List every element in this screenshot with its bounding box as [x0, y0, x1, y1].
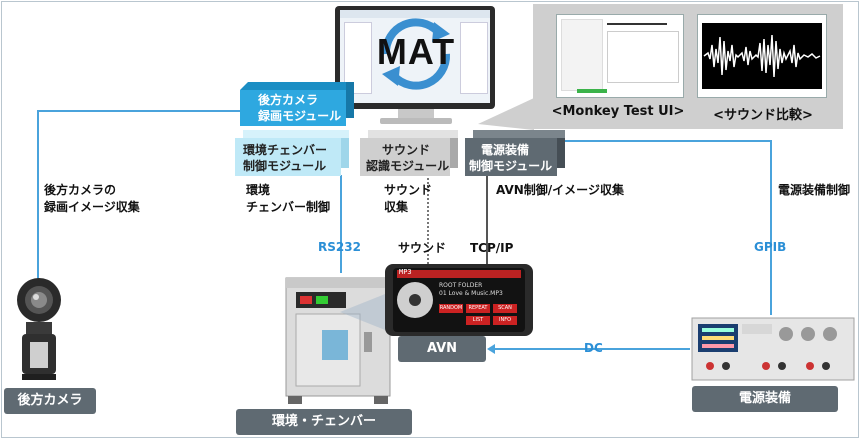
avn-list-button[interactable]: LIST: [466, 316, 490, 325]
dc-label: DC: [584, 341, 603, 355]
avn-random-button[interactable]: RANDOM: [439, 304, 463, 313]
connector-camera-top: [37, 110, 240, 112]
rear-camera-collect-line2: 録画イメージ収集: [44, 200, 140, 214]
chamber-module-top: [243, 130, 349, 138]
monkey-test-screenshot: [556, 14, 684, 98]
power-supply-image: [691, 317, 855, 381]
chamber-control-label: 環境 チェンバー制御: [246, 182, 330, 216]
rear-camera-module-top: [240, 82, 354, 90]
avn-control-label: AVN制御/イメージ収集: [496, 183, 624, 197]
sound-compare-label: <サウンド比較>: [713, 108, 813, 123]
avn-device-label: AVN: [398, 336, 486, 362]
sound-module-top: [368, 130, 458, 138]
sound-collect-line1: サウンド: [384, 183, 433, 197]
connector-sound: [427, 178, 429, 268]
connector-tcpip: [486, 176, 488, 266]
avn-button-grid: RANDOM REPEAT SCAN LIST INFO: [439, 304, 521, 328]
power-supply-device-label: 電源装備: [692, 386, 838, 412]
monitor-base: [380, 118, 452, 124]
power-module-top: [473, 130, 565, 138]
mat-logo: MAT: [376, 31, 456, 72]
sound-collect-label: サウンド 収集: [384, 182, 432, 216]
rear-camera-module: 後方カメラ 録画モジュール: [240, 90, 346, 126]
avn-item-root: ROOT FOLDER: [439, 282, 483, 289]
chamber-module-line2: 制御モジュール: [243, 159, 327, 173]
connector-gpib: [770, 140, 772, 315]
avn-scan-button[interactable]: SCAN: [493, 304, 517, 313]
avn-dial: [397, 282, 433, 318]
chamber-link-shade: [340, 292, 390, 332]
power-module-line2: 制御モジュール: [469, 159, 553, 173]
avn-unit: MP3 ROOT FOLDER 01 Love & Music.MP3 RAND…: [385, 264, 533, 336]
avn-item-song: 01 Love & Music.MP3: [439, 290, 503, 297]
rear-camera-module-line1: 後方カメラ: [258, 93, 319, 107]
rear-camera-module-side: [346, 82, 354, 118]
avn-title-bar: MP3: [397, 268, 521, 278]
chamber-control-line2: チェンバー制御: [246, 200, 331, 214]
sound-label: サウンド: [398, 241, 447, 255]
power-module: 電源装備 制御モジュール: [465, 138, 557, 176]
chamber-module: 環境チェンバー 制御モジュール: [235, 138, 341, 176]
chamber-module-line1: 環境チェンバー: [243, 143, 328, 157]
connector-power-top: [562, 140, 772, 142]
sound-compare-screenshot: [697, 14, 827, 98]
chamber-control-line1: 環境: [246, 183, 271, 197]
avn-file-list: ROOT FOLDER 01 Love & Music.MP3: [439, 282, 503, 298]
rear-camera-collect-label: 後方カメラの 録画イメージ収集: [44, 182, 140, 216]
power-module-side: [557, 130, 565, 168]
sound-module-line1: サウンド: [382, 143, 431, 157]
gpib-label: GPIB: [754, 240, 787, 254]
power-control-label: 電源装備制御: [778, 183, 851, 197]
tcpip-label: TCP/IP: [470, 241, 514, 255]
chamber-module-side: [341, 130, 349, 168]
rear-camera-module-line2: 録画モジュール: [258, 109, 342, 123]
chamber-image: [285, 277, 391, 404]
avn-repeat-button[interactable]: REPEAT: [466, 304, 490, 313]
sound-module: サウンド 認識モジュール: [360, 138, 450, 176]
refresh-cycle-icon: [381, 18, 451, 90]
dc-arrow-head: [487, 344, 495, 354]
power-module-line1: 電源装備: [481, 143, 530, 157]
avn-info-button[interactable]: INFO: [493, 316, 517, 325]
connector-camera-vertical: [37, 110, 39, 292]
chamber-device-label: 環境・チェンバー: [236, 409, 412, 435]
connector-dc: [490, 348, 690, 350]
avn-mode-text: MP3: [399, 268, 412, 276]
monkey-test-label: <Monkey Test UI>: [551, 104, 685, 119]
connector-rs232: [340, 175, 342, 273]
sound-module-line2: 認識モジュール: [366, 159, 450, 173]
monitor-stand: [398, 109, 434, 119]
rear-camera-device-label: 後方カメラ: [4, 388, 96, 414]
rear-camera-image: [17, 278, 61, 380]
sound-module-side: [450, 130, 458, 168]
rear-camera-collect-line1: 後方カメラの: [44, 183, 117, 197]
rs232-label: RS232: [318, 240, 361, 254]
sound-collect-line2: 収集: [384, 200, 409, 214]
